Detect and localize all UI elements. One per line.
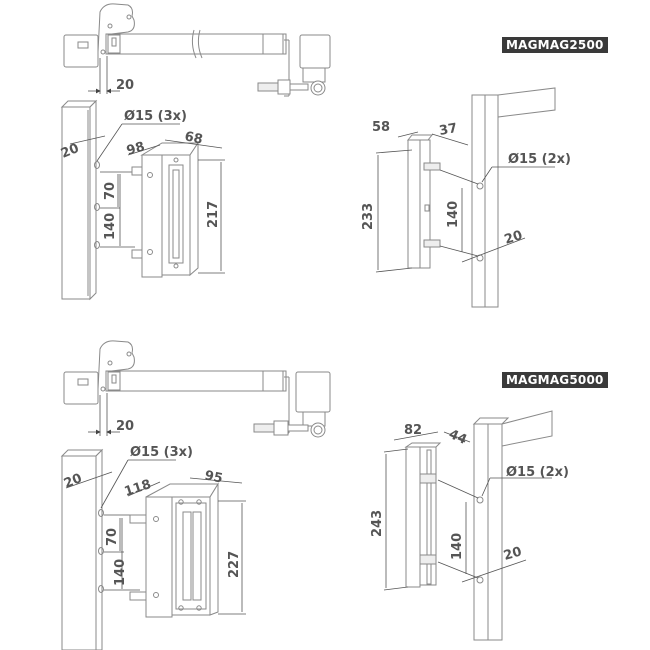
dim-height233-2500: 233: [361, 203, 376, 230]
dim-top-offset-5000: 20: [116, 419, 134, 434]
post-side-2500: 82 58 37 233 140 Ø15 (2x) 20: [361, 87, 571, 308]
dim-height227-5000: 227: [227, 551, 242, 578]
dim-spacing140-post-2500: 140: [446, 201, 461, 228]
dim-top-offset-2500: 20: [116, 78, 134, 93]
dim-width44-5000: 44: [446, 427, 469, 448]
dim-spacing70-2500: 70: [103, 182, 118, 200]
dim-width95-5000: 95: [203, 468, 224, 486]
dim-width68-2500: 68: [183, 129, 204, 147]
dim-spacing140-2500: 140: [103, 213, 118, 240]
model-badge-magmag2500: MAGMAG2500: [502, 37, 608, 53]
dim-offset-post-2500: 20: [503, 228, 525, 248]
dim-width82-5000: 82: [404, 423, 422, 438]
holes-label-2500: Ø15 (3x): [124, 109, 187, 124]
top-view-5000: 20: [63, 340, 331, 438]
holes-label-5000: Ø15 (3x): [130, 445, 193, 460]
dim-height217-2500: 217: [206, 201, 221, 228]
holes-label-post-5000: Ø15 (2x): [506, 465, 569, 480]
holes-label-post-2500: Ø15 (2x): [508, 152, 571, 167]
dim-width98-2500: 98: [125, 139, 147, 158]
gate-side-2500: 20 Ø15 (3x) 70 140 98: [59, 99, 225, 301]
dim-post-2500: 20: [59, 141, 81, 162]
dim-spacing140-5000: 140: [113, 559, 128, 586]
dim-width37-2500: 37: [438, 121, 458, 139]
dim-spacing140-post-5000: 140: [450, 533, 465, 560]
gate-side-5000: 20 Ø15 (3x) 70 140: [60, 445, 246, 650]
dim-spacing70-5000: 70: [105, 528, 120, 546]
dim-width58-2500-label: 58: [372, 120, 390, 135]
dim-offset-post-5000: 20: [502, 544, 524, 563]
model-badge-magmag5000: MAGMAG5000: [502, 372, 608, 388]
dim-post-5000: 20: [62, 471, 84, 492]
top-view-2500: 20: [63, 3, 331, 97]
post-side-5000: 82 44 243 140 Ø15 (2x) 20: [370, 410, 569, 641]
dim-height243-5000: 243: [370, 510, 385, 537]
